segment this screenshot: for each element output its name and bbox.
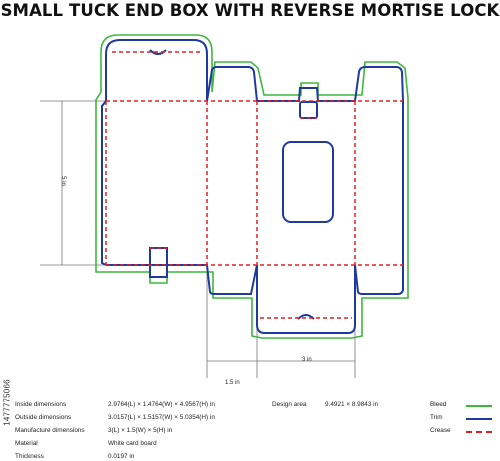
trim-lines — [101, 39, 404, 334]
design-area-value: 9.4921 × 8.9843 in — [325, 401, 379, 408]
thickness-label: Thickness — [15, 453, 44, 460]
diagram-title: SMALL TUCK END BOX WITH REVERSE MORTISE … — [0, 1, 500, 20]
material-value: White card board — [108, 440, 157, 447]
legend-bleed-label: Bleed — [430, 401, 447, 408]
material-label: Material — [15, 440, 38, 447]
legend-crease-label: Crease — [430, 427, 451, 434]
outside-dimensions-label: Outside dimensions — [15, 414, 72, 421]
stock-id: 1477775066 — [2, 379, 12, 426]
design-area-label: Design area — [272, 401, 307, 408]
outside-dimensions-value: 3.0157(L) × 1.5157(W) × 5.0354(H) in — [108, 414, 215, 421]
inside-dimensions-label: Inside dimensions — [15, 401, 67, 408]
crease-lines — [105, 51, 403, 319]
thickness-value: 0.0197 in — [108, 453, 135, 460]
legend-bleed-swatch — [466, 405, 492, 407]
width-dimension-label: 3 in — [302, 357, 312, 363]
manufacture-dimensions-value: 3(L) × 1.5(W) × 5(H) in — [108, 427, 173, 434]
height-dimension-label: 5 in — [59, 176, 66, 186]
legend-crease-swatch — [466, 431, 492, 433]
bleed-outline — [95, 34, 409, 339]
depth-dimension-label: 1.5 in — [225, 380, 240, 386]
manufacture-dimensions-label: Manufacture dimensions — [15, 427, 85, 434]
legend-trim-swatch — [466, 418, 492, 420]
inside-dimensions-value: 2.9764(L) × 1.4764(W) × 4.9567(H) in — [108, 401, 215, 408]
legend-trim-label: Trim — [430, 414, 443, 421]
